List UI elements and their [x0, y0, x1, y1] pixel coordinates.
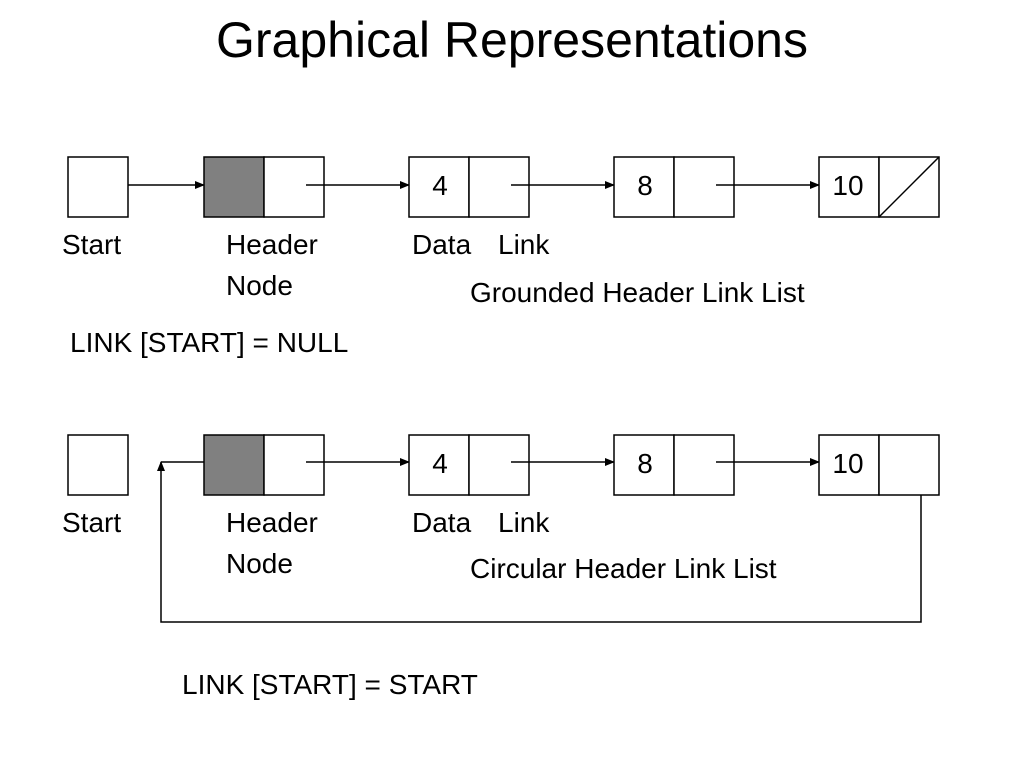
- start-pointer-box: [67, 156, 129, 218]
- node-2-data-cell: [613, 434, 675, 496]
- node-3-data-cell: [818, 156, 880, 218]
- node-2-value: 8: [637, 170, 653, 201]
- node-1-link-cell: [468, 156, 530, 218]
- node-3-value: 10: [832, 448, 863, 479]
- slide-title: Graphical Representations: [216, 12, 808, 68]
- circular-equation: LINK [START] = START: [182, 669, 478, 700]
- circular-list-caption: Circular Header Link List: [470, 553, 777, 584]
- header-node-label-line2: Node: [226, 548, 293, 579]
- node-3-value: 10: [832, 170, 863, 201]
- grounded-list: 4 8 10: [67, 156, 940, 218]
- node-3-data-cell: [818, 434, 880, 496]
- grounded-list-caption: Grounded Header Link List: [470, 277, 805, 308]
- null-link-slash: [878, 156, 940, 218]
- header-node-label-line1: Header: [226, 229, 318, 260]
- grounded-equation: LINK [START] = NULL: [70, 327, 349, 358]
- data-label: Data: [412, 507, 472, 538]
- header-node-data-cell: [203, 156, 265, 218]
- header-node-data-cell: [203, 434, 265, 496]
- start-label: Start: [62, 507, 122, 538]
- header-node-link-cell: [263, 434, 325, 496]
- node-1-link-cell: [468, 434, 530, 496]
- node-1-data-cell: [408, 434, 470, 496]
- node-2-link-cell: [673, 434, 735, 496]
- node-3-link-cell: [878, 434, 940, 496]
- node-1-value: 4: [432, 448, 448, 479]
- circular-return-arrow: [157, 461, 922, 623]
- node-1-data-cell: [408, 156, 470, 218]
- circular-list: 4 8 10: [67, 434, 940, 623]
- start-label: Start: [62, 229, 122, 260]
- node-2-link-cell: [673, 156, 735, 218]
- start-pointer-box: [67, 434, 129, 496]
- node-1-value: 4: [432, 170, 448, 201]
- header-node-label-line1: Header: [226, 507, 318, 538]
- link-label: Link: [498, 507, 550, 538]
- node-2-value: 8: [637, 448, 653, 479]
- header-node-link-cell: [263, 156, 325, 218]
- header-node-label-line2: Node: [226, 270, 293, 301]
- link-label: Link: [498, 229, 550, 260]
- data-label: Data: [412, 229, 472, 260]
